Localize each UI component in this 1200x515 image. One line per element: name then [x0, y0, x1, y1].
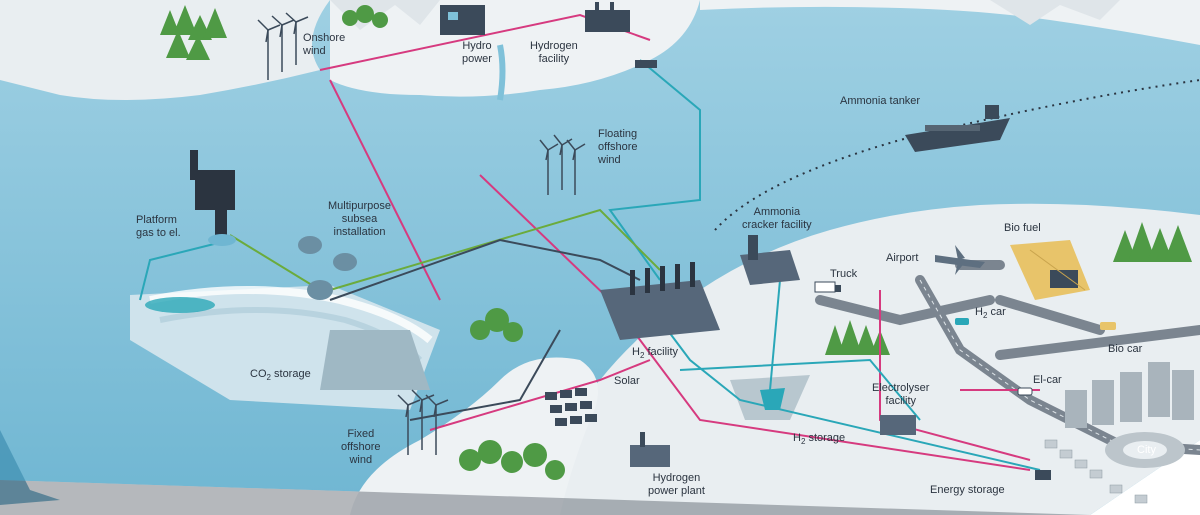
city-buildings [1065, 362, 1194, 428]
forest-bottom-left [459, 308, 565, 480]
forest-top-left [160, 5, 227, 60]
co2-pit [320, 330, 430, 390]
label-bio-fuel: Bio fuel [1004, 222, 1041, 234]
mountain [990, 0, 1120, 25]
floating-wind-turbines [539, 134, 586, 195]
label-solar: Solar [614, 375, 640, 387]
bio-car-vehicle [1100, 322, 1116, 330]
h2-facility-building [600, 262, 720, 340]
hydro-power-building [440, 5, 485, 35]
bio-fuel-plant [1010, 240, 1090, 300]
label-city: City [1137, 444, 1156, 456]
oil-gas-platform [190, 150, 236, 246]
energy-storage-unit [1035, 470, 1051, 480]
electrolyser-building [880, 415, 916, 435]
hydrogen-facility-top [585, 2, 657, 68]
label-bio-car: Bio car [1108, 343, 1143, 355]
label-airport: Airport [886, 252, 919, 264]
ammonia-cracker-building [740, 235, 800, 285]
solar-panels [545, 388, 597, 426]
label-ammonia-tanker: Ammonia tanker [840, 95, 921, 107]
label-energy-storage: Energy storage [930, 484, 1005, 496]
onshore-wind-turbines [257, 12, 309, 80]
forest-right [1113, 222, 1192, 262]
land-bottom-left [350, 357, 598, 515]
gas-lines [329, 238, 641, 421]
truck [814, 281, 841, 293]
fixed-wind-turbines [397, 389, 449, 455]
mountain [330, 0, 440, 30]
river [497, 44, 506, 101]
el-car-vehicle [1017, 387, 1033, 396]
label-truck: Truck [830, 268, 858, 280]
airport-plane [935, 245, 985, 275]
subsea-installation [298, 236, 357, 300]
houses [1044, 439, 1148, 504]
base-shadow [0, 480, 1090, 515]
label-co2-storage: CO2 storage [250, 368, 311, 382]
co2-plume [145, 297, 215, 313]
forest-top-center [342, 5, 388, 28]
land-top-right [700, 0, 1200, 45]
land-top-left [0, 0, 330, 100]
h2-storage-fill [760, 388, 785, 410]
label-el-car: El-car [1033, 374, 1062, 386]
ammonia-tanker-ship [905, 105, 1010, 152]
label-h2-facility: H2 facility [632, 346, 679, 360]
label-h2-car: H2 car [975, 306, 1006, 320]
city-roundabout-inner [1123, 441, 1167, 459]
label-h2-storage: H2 storage [793, 432, 846, 446]
sea-edge [0, 430, 60, 505]
co2-lines [229, 208, 661, 291]
h2-car-vehicle [955, 318, 969, 325]
hydrogen-power-plant-building [630, 432, 670, 467]
